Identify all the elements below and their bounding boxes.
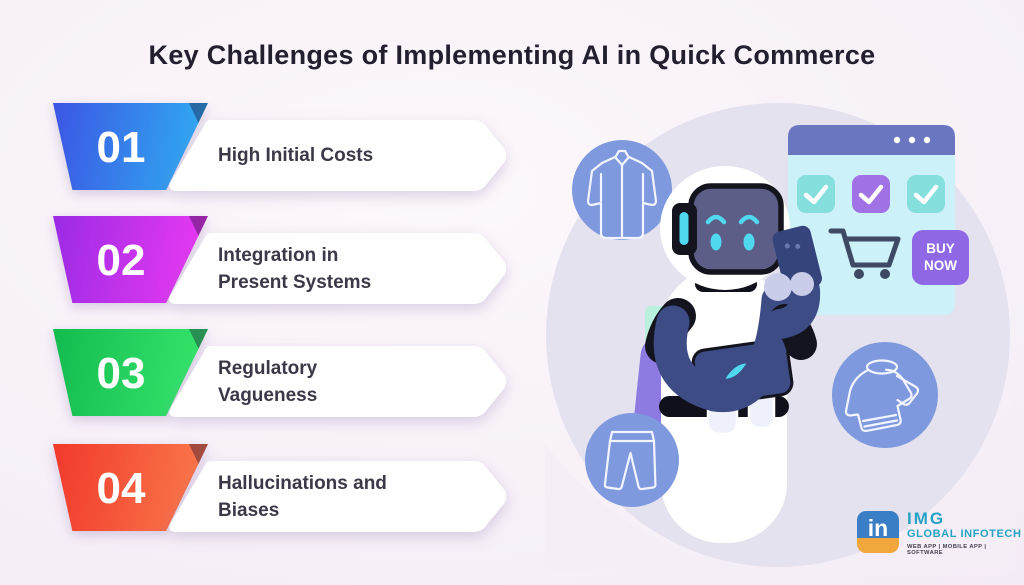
challenge-label-line: Vagueness: [218, 384, 318, 406]
challenge-label: Integration in Present Systems: [218, 233, 493, 304]
jacket-icon: [832, 342, 938, 448]
page-title: Key Challenges of Implementing AI in Qui…: [148, 40, 876, 70]
challenge-banner: [169, 461, 507, 532]
challenge-number: 02: [96, 235, 146, 285]
robot-eyes: [710, 233, 755, 251]
challenge-label-line: High Initial Costs: [218, 145, 374, 166]
robot-ear-light: [679, 212, 689, 245]
challenge-label: Hallucinations and Biases: [218, 461, 493, 532]
challenge-banner: [169, 346, 507, 417]
challenge-number-ribbon: 01: [53, 103, 208, 190]
challenge-label-line: Hallucinations and: [218, 472, 387, 494]
buy-now-button: BUY NOW: [912, 230, 969, 285]
logo-name: IMG: [907, 509, 946, 528]
robot-eyebrows: [705, 214, 760, 225]
logo-subtitle: GLOBAL INFOTECH: [907, 528, 1022, 540]
swoosh-left: [545, 443, 725, 570]
company-logo: in IMG GLOBAL INFOTECH WEB APP | MOBILE …: [857, 509, 1024, 556]
robot: [633, 166, 822, 543]
pants-icon: [585, 413, 679, 507]
challenge-number: 03: [96, 348, 146, 398]
cart-icon: [828, 228, 901, 279]
challenge-label: High Initial Costs: [218, 120, 493, 191]
shirt-icon: [572, 140, 672, 240]
challenge-item-1: 01 High Initial Costs: [53, 103, 523, 193]
robot-hand: [790, 272, 814, 296]
challenge-label-line: Integration in: [218, 244, 339, 266]
robot-face-screen: [688, 183, 784, 275]
logo-monogram: in: [867, 515, 889, 541]
logo-icon: in: [857, 511, 899, 553]
swoosh-right: [845, 400, 1015, 570]
challenge-banner: [169, 233, 507, 304]
browser-window: BUY NOW: [788, 125, 969, 315]
checkmark-icons: [797, 175, 945, 213]
challenge-label: Regulatory Vagueness: [218, 346, 493, 417]
robot-shopping-illustration: BUY NOW: [545, 103, 1015, 570]
challenge-number: 04: [96, 463, 146, 513]
challenge-label-line: Present Systems: [218, 271, 372, 293]
logo-tagline: WEB APP | MOBILE APP | SOFTWARE: [907, 544, 987, 556]
challenge-banner: [169, 120, 507, 191]
challenge-number: 01: [96, 122, 146, 172]
robot-hand: [764, 273, 792, 301]
challenge-item-3: 03 Regulatory Vagueness: [53, 329, 523, 419]
challenge-label-line: Biases: [218, 499, 280, 521]
svg-text:NOW: NOW: [924, 258, 957, 273]
challenge-number-block: 01: [53, 103, 208, 190]
robot-left-arm: [653, 283, 795, 413]
challenge-item-4: 04 Hallucinations and Biases: [53, 444, 523, 534]
browser-dots: [893, 136, 931, 144]
svg-text:BUY: BUY: [926, 241, 955, 256]
challenge-label-line: Regulatory: [218, 357, 318, 379]
browser-header: [788, 125, 955, 155]
challenge-item-2: 02 Integration in Present Systems: [53, 216, 523, 306]
